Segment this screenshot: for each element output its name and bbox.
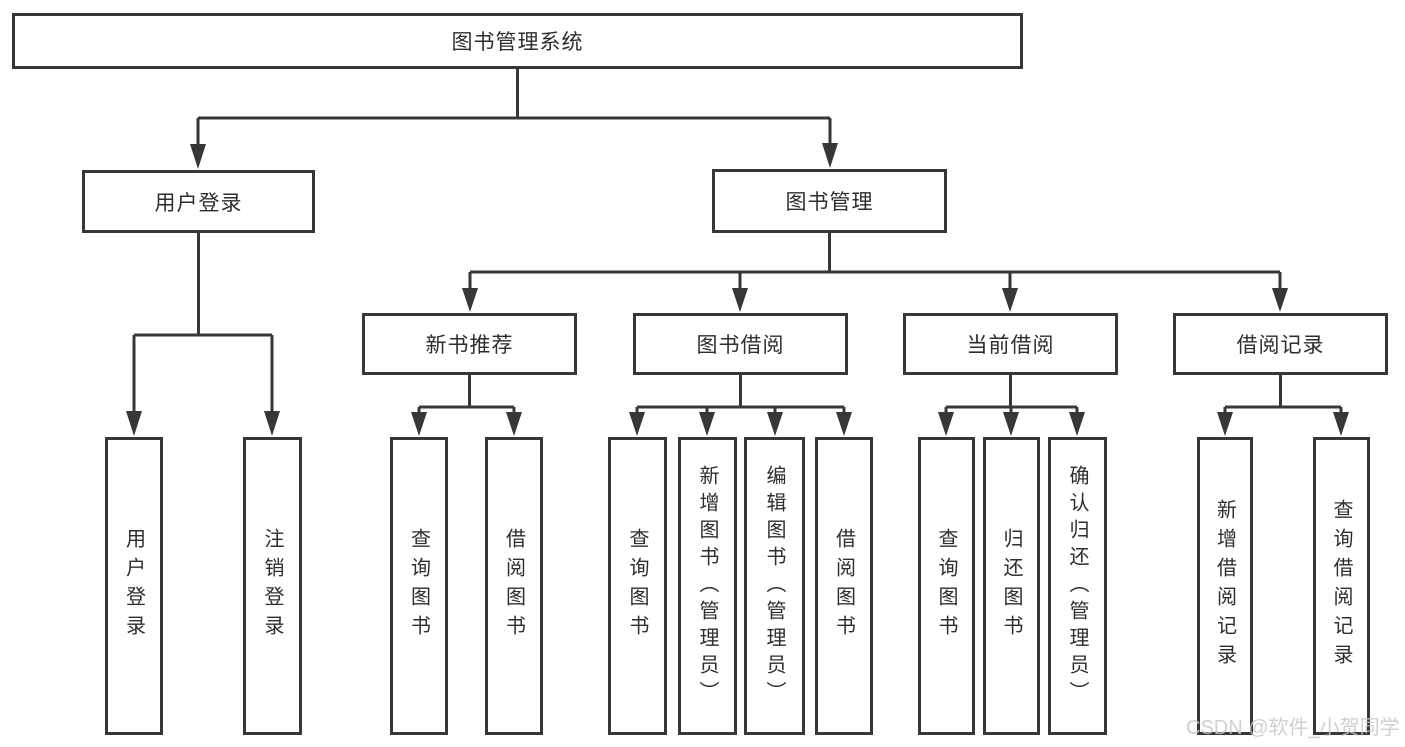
- node-current-borrow: 当前借阅: [903, 313, 1118, 375]
- node-book-management: 图书管理: [712, 169, 947, 233]
- leaf-nbr-query-books: 查询图书: [390, 437, 448, 735]
- leaf-br-query-record: 查询借阅记录: [1313, 437, 1370, 735]
- connector-new-book-recommend-children: [411, 375, 522, 436]
- connector-user-login-children: [126, 233, 280, 436]
- node-borrow-records: 借阅记录: [1173, 313, 1388, 375]
- watermark-text: CSDN @软件_小贺同学: [1186, 717, 1400, 739]
- connector-book-borrow-children: [629, 375, 852, 436]
- connector-borrow-records-children: [1217, 375, 1349, 436]
- leaf-br-add-record: 新增借阅记录: [1197, 437, 1253, 735]
- leaf-nbr-borrow-books: 借阅图书: [485, 437, 543, 735]
- node-user-login: 用户登录: [82, 170, 315, 233]
- leaf-bb-edit-book-admin: 编辑图书（管理员）: [744, 437, 805, 735]
- node-root: 图书管理系统: [12, 13, 1023, 69]
- node-new-book-recommend: 新书推荐: [362, 313, 577, 375]
- leaf-bb-borrow-books: 借阅图书: [815, 437, 873, 735]
- leaf-bb-add-book-admin: 新增图书（管理员）: [678, 437, 737, 735]
- leaf-cb-return-books: 归还图书: [983, 437, 1040, 735]
- connector-book-management-children: [462, 233, 1288, 312]
- leaf-bb-query-books: 查询图书: [608, 437, 667, 735]
- leaf-cb-query-books: 查询图书: [918, 437, 975, 735]
- connector-root-to-level2: [190, 69, 838, 169]
- leaf-cb-confirm-return-admin: 确认归还（管理员）: [1048, 437, 1107, 735]
- node-book-borrow: 图书借阅: [633, 313, 848, 375]
- connector-current-borrow-children: [938, 375, 1085, 436]
- leaf-user-login: 用户登录: [105, 437, 163, 735]
- leaf-logout: 注销登录: [243, 437, 302, 735]
